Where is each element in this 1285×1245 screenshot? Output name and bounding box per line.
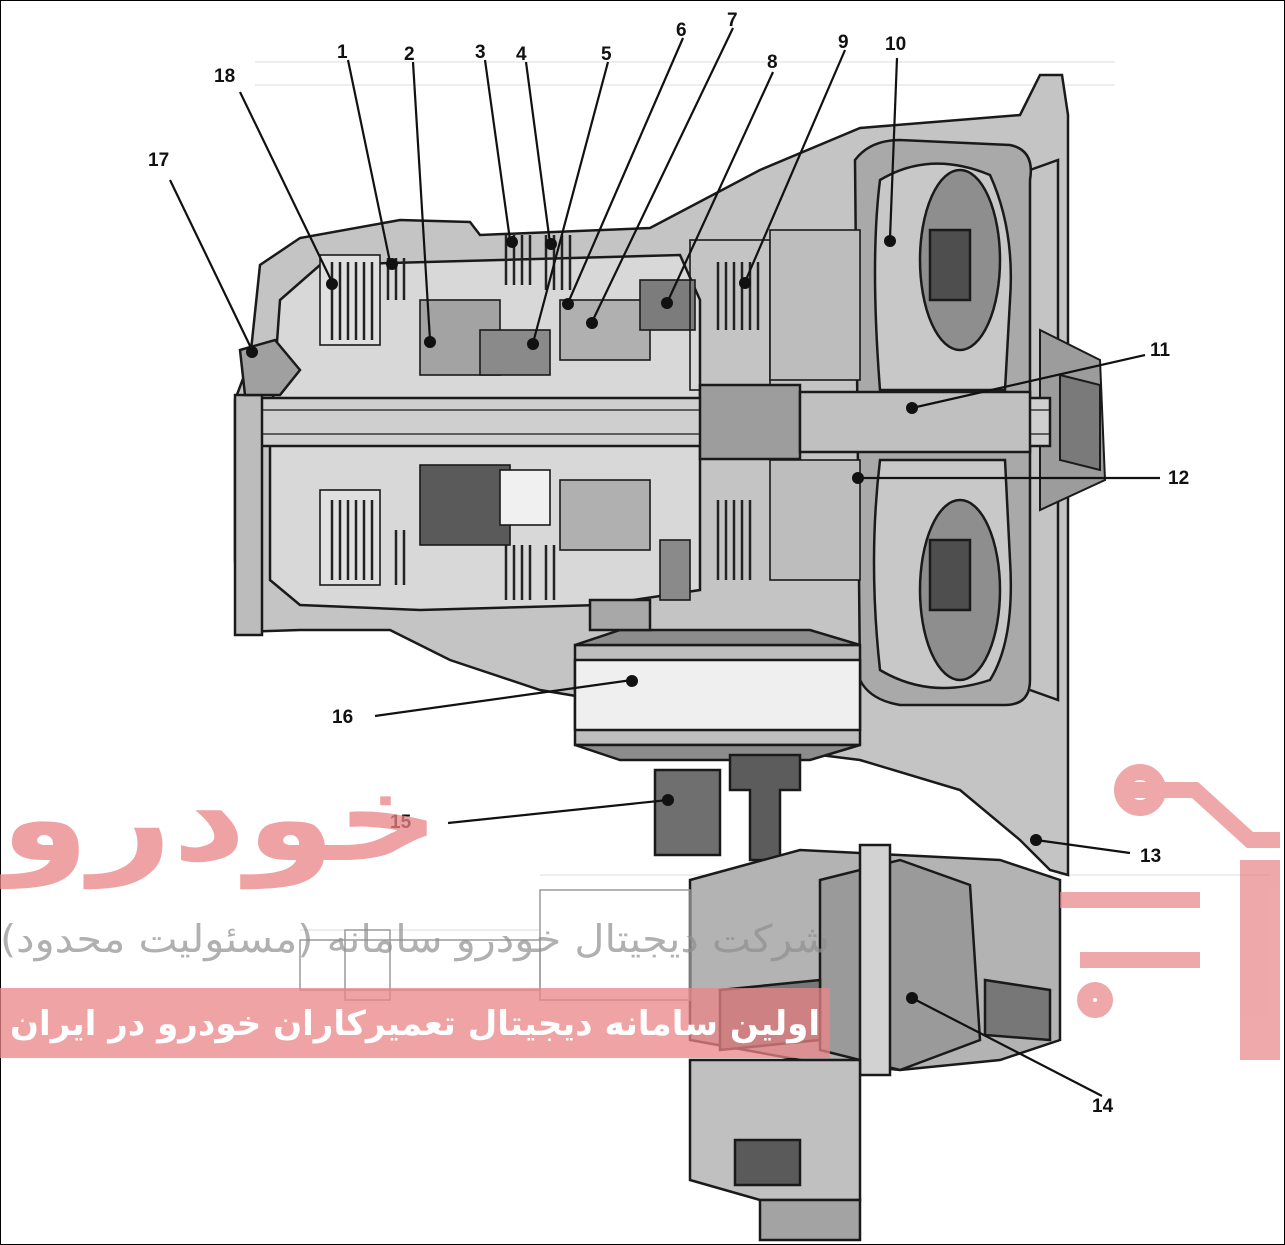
differential [688, 843, 1062, 1242]
callout-2: 2 [404, 44, 415, 65]
watermark-band [0, 988, 830, 1058]
callout-1: 1 [337, 42, 348, 63]
callout-9: 9 [838, 32, 849, 53]
callout-11: 11 [1150, 340, 1171, 361]
transfer-gears [653, 753, 802, 862]
watermark-company-line: شرکت دیجیتال خودرو سامانه (مسئولیت محدود… [0, 917, 830, 962]
callout-12: 12 [1168, 468, 1189, 489]
callout-14: 14 [1092, 1096, 1114, 1117]
callout-3: 3 [475, 42, 486, 63]
upper-clutch-packs [319, 229, 861, 391]
torque-converter [853, 138, 1060, 707]
watermark-brand: خودرو [0, 750, 440, 890]
callout-18: 18 [214, 66, 235, 87]
callout-dots [246, 235, 1042, 1004]
callout-6: 6 [676, 20, 687, 41]
callout-10: 10 [885, 34, 906, 55]
leader-lines [169, 27, 1160, 1097]
callout-5: 5 [601, 44, 612, 65]
callout-15: 15 [390, 812, 412, 833]
callout-4: 4 [516, 44, 527, 65]
counter-shaft [573, 598, 862, 762]
callout-13: 13 [1140, 846, 1161, 867]
car-logo-icon [1060, 764, 1280, 1060]
lower-clutch-packs [319, 459, 861, 601]
callout-labels: 1 2 3 4 5 6 7 8 9 10 11 12 13 14 15 16 1… [148, 10, 1189, 1117]
callout-8: 8 [767, 52, 778, 73]
watermark-tagline: اولین سامانه دیجیتال تعمیرکاران خودرو در… [10, 1004, 820, 1044]
callout-16: 16 [332, 707, 353, 728]
watermark: خودرو شرکت دیجیتال خودرو سامانه (مسئولیت… [0, 750, 1280, 1060]
callout-17: 17 [148, 150, 169, 171]
callout-7: 7 [727, 10, 738, 31]
